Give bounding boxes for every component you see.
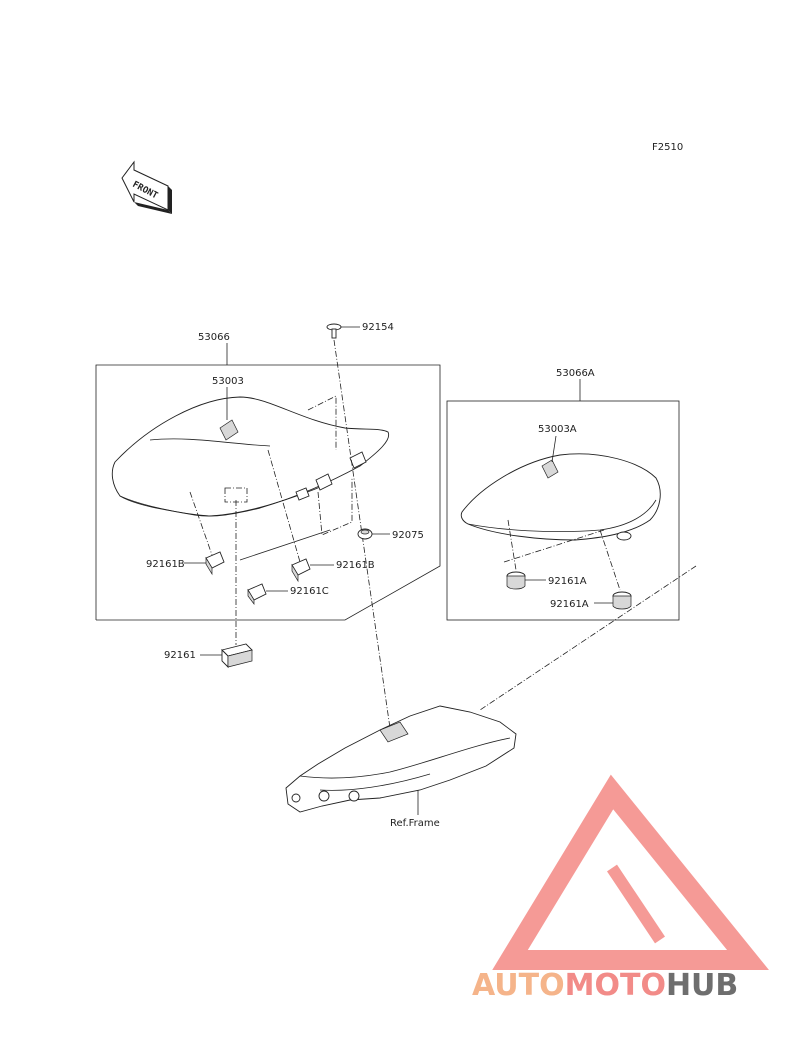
seat-assy-frame xyxy=(95,343,441,621)
label-92075: 92075 xyxy=(392,530,424,541)
label-92154: 92154 xyxy=(362,322,394,333)
figure-code: F2510 xyxy=(652,142,683,153)
watermark-text: AUTOMOTOHUB xyxy=(472,968,738,1003)
label-92161a-upper: 92161A xyxy=(548,576,587,587)
damper-b-left-icon xyxy=(205,551,225,576)
rear-frame-drawing xyxy=(285,705,517,813)
damper-b-right-icon xyxy=(291,558,311,583)
front-seat-drawing xyxy=(111,396,390,517)
label-53003: 53003 xyxy=(212,376,244,387)
label-53066: 53066 xyxy=(198,332,230,343)
damper-c-icon xyxy=(247,583,267,606)
label-92161b-right: 92161B xyxy=(336,560,375,571)
front-arrow-icon: FRONT xyxy=(121,160,172,214)
damper-a-upper-icon xyxy=(506,571,526,590)
label-53066a: 53066A xyxy=(556,368,595,379)
damper-a-lower-icon xyxy=(612,591,632,610)
label-92161c: 92161C xyxy=(290,586,329,597)
label-92161b-left: 92161B xyxy=(146,559,185,570)
rear-seat-drawing xyxy=(460,453,661,541)
label-92161a-lower: 92161A xyxy=(550,599,589,610)
watermark-moto: MOTO xyxy=(565,968,666,1003)
label-ref-frame: Ref.Frame xyxy=(390,818,440,829)
label-53003a: 53003A xyxy=(538,424,577,435)
watermark-auto: AUTO xyxy=(472,968,565,1003)
rear-seat-assy-frame xyxy=(446,379,680,621)
damper-block-icon xyxy=(221,643,253,669)
watermark-hub: HUB xyxy=(666,968,738,1003)
watermark-logo xyxy=(492,774,769,970)
label-92161: 92161 xyxy=(164,650,196,661)
grommet-icon xyxy=(357,528,373,540)
bolt-icon xyxy=(326,323,342,339)
